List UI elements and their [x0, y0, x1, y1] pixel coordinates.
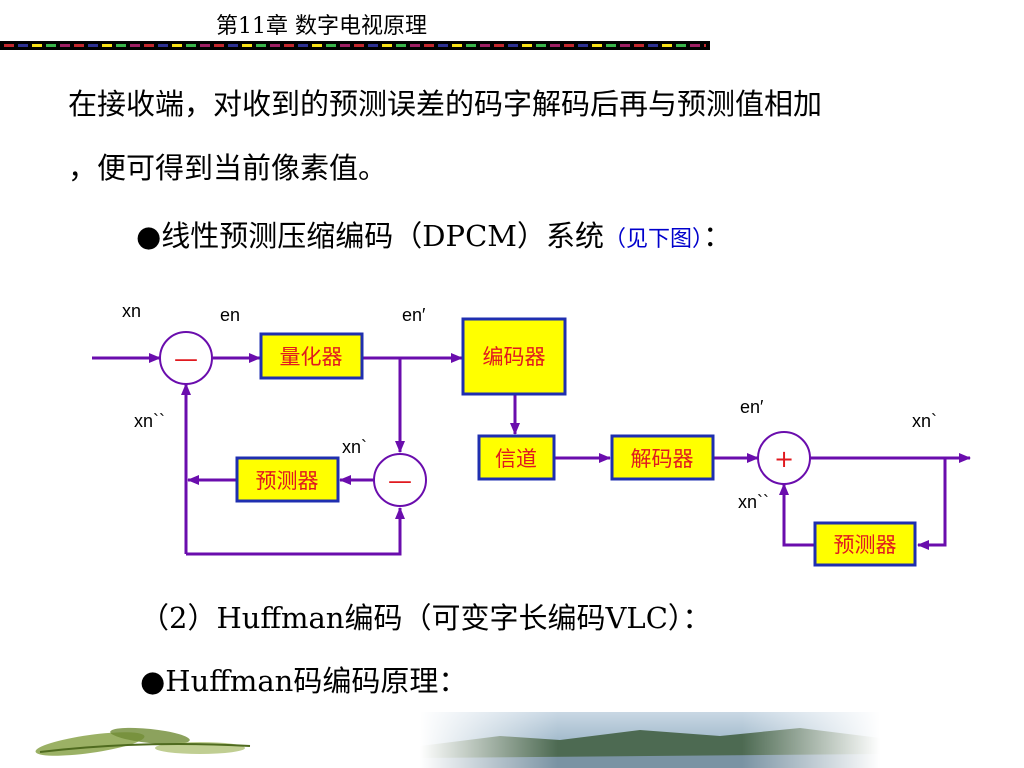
- encoder-label: 编码器: [483, 345, 546, 369]
- subtract-node-mid: —: [373, 453, 427, 507]
- label-xn-tick-out: xn`: [912, 411, 937, 431]
- bullet-dpcm-text: ●线性预测压缩编码（DPCM）系统: [136, 219, 604, 253]
- section-huffman: （2）Huffman编码（可变字长编码VLC）：: [140, 601, 712, 635]
- label-en-prime-top: en′: [402, 305, 426, 325]
- bullet-dpcm-colon: ：: [702, 219, 732, 253]
- label-xn-tick-mid: xn`: [342, 437, 367, 457]
- label-en: en: [220, 305, 240, 325]
- decoder-label: 解码器: [631, 447, 694, 471]
- add-node-symbol: +: [774, 445, 794, 473]
- header-divider: [0, 41, 710, 50]
- predictor-right-block: [813, 521, 917, 567]
- label-xn-input: xn: [122, 301, 141, 321]
- quantizer-block: [259, 332, 364, 380]
- subtract-node-top-symbol: —: [174, 345, 198, 373]
- footer-leaf-icon: [35, 727, 251, 756]
- body-line-1: 在接收端，对收到的预测误差的码字解码后再与预测值相加: [68, 87, 823, 121]
- label-xn-pred-right: xn``: [738, 492, 769, 512]
- bullet-huffman: ●Huffman码编码原理：: [140, 664, 468, 698]
- predictor-left-block: [235, 456, 340, 503]
- bullet-dpcm: ●线性预测压缩编码（DPCM）系统（见下图）：: [136, 218, 1024, 258]
- encoder-block: [461, 317, 567, 396]
- channel-label: 信道: [495, 447, 537, 471]
- dpcm-block-diagram: — — + 量化器 编码器 信道 解码器 预测器 预测器 xn en en′ x…: [92, 301, 971, 567]
- label-en-prime-right: en′: [740, 397, 764, 417]
- quantizer-label: 量化器: [280, 345, 343, 369]
- body-line-2: ，便可得到当前像素值。: [68, 151, 388, 185]
- channel-block: [477, 434, 556, 481]
- predictor-left-label: 预测器: [256, 469, 319, 493]
- footer-landscape-image: [420, 712, 880, 768]
- predictor-right-label: 预测器: [834, 533, 897, 557]
- label-xn-pred-left: xn``: [134, 411, 165, 431]
- subtract-node-top: —: [159, 331, 213, 385]
- footer-decoration: [35, 712, 880, 768]
- bullet-dpcm-note: （见下图）: [603, 227, 703, 252]
- chapter-title: 第11章 数字电视原理: [216, 14, 427, 39]
- subtract-node-mid-symbol: —: [388, 467, 412, 495]
- add-node: +: [757, 431, 811, 485]
- decoder-block: [610, 434, 715, 481]
